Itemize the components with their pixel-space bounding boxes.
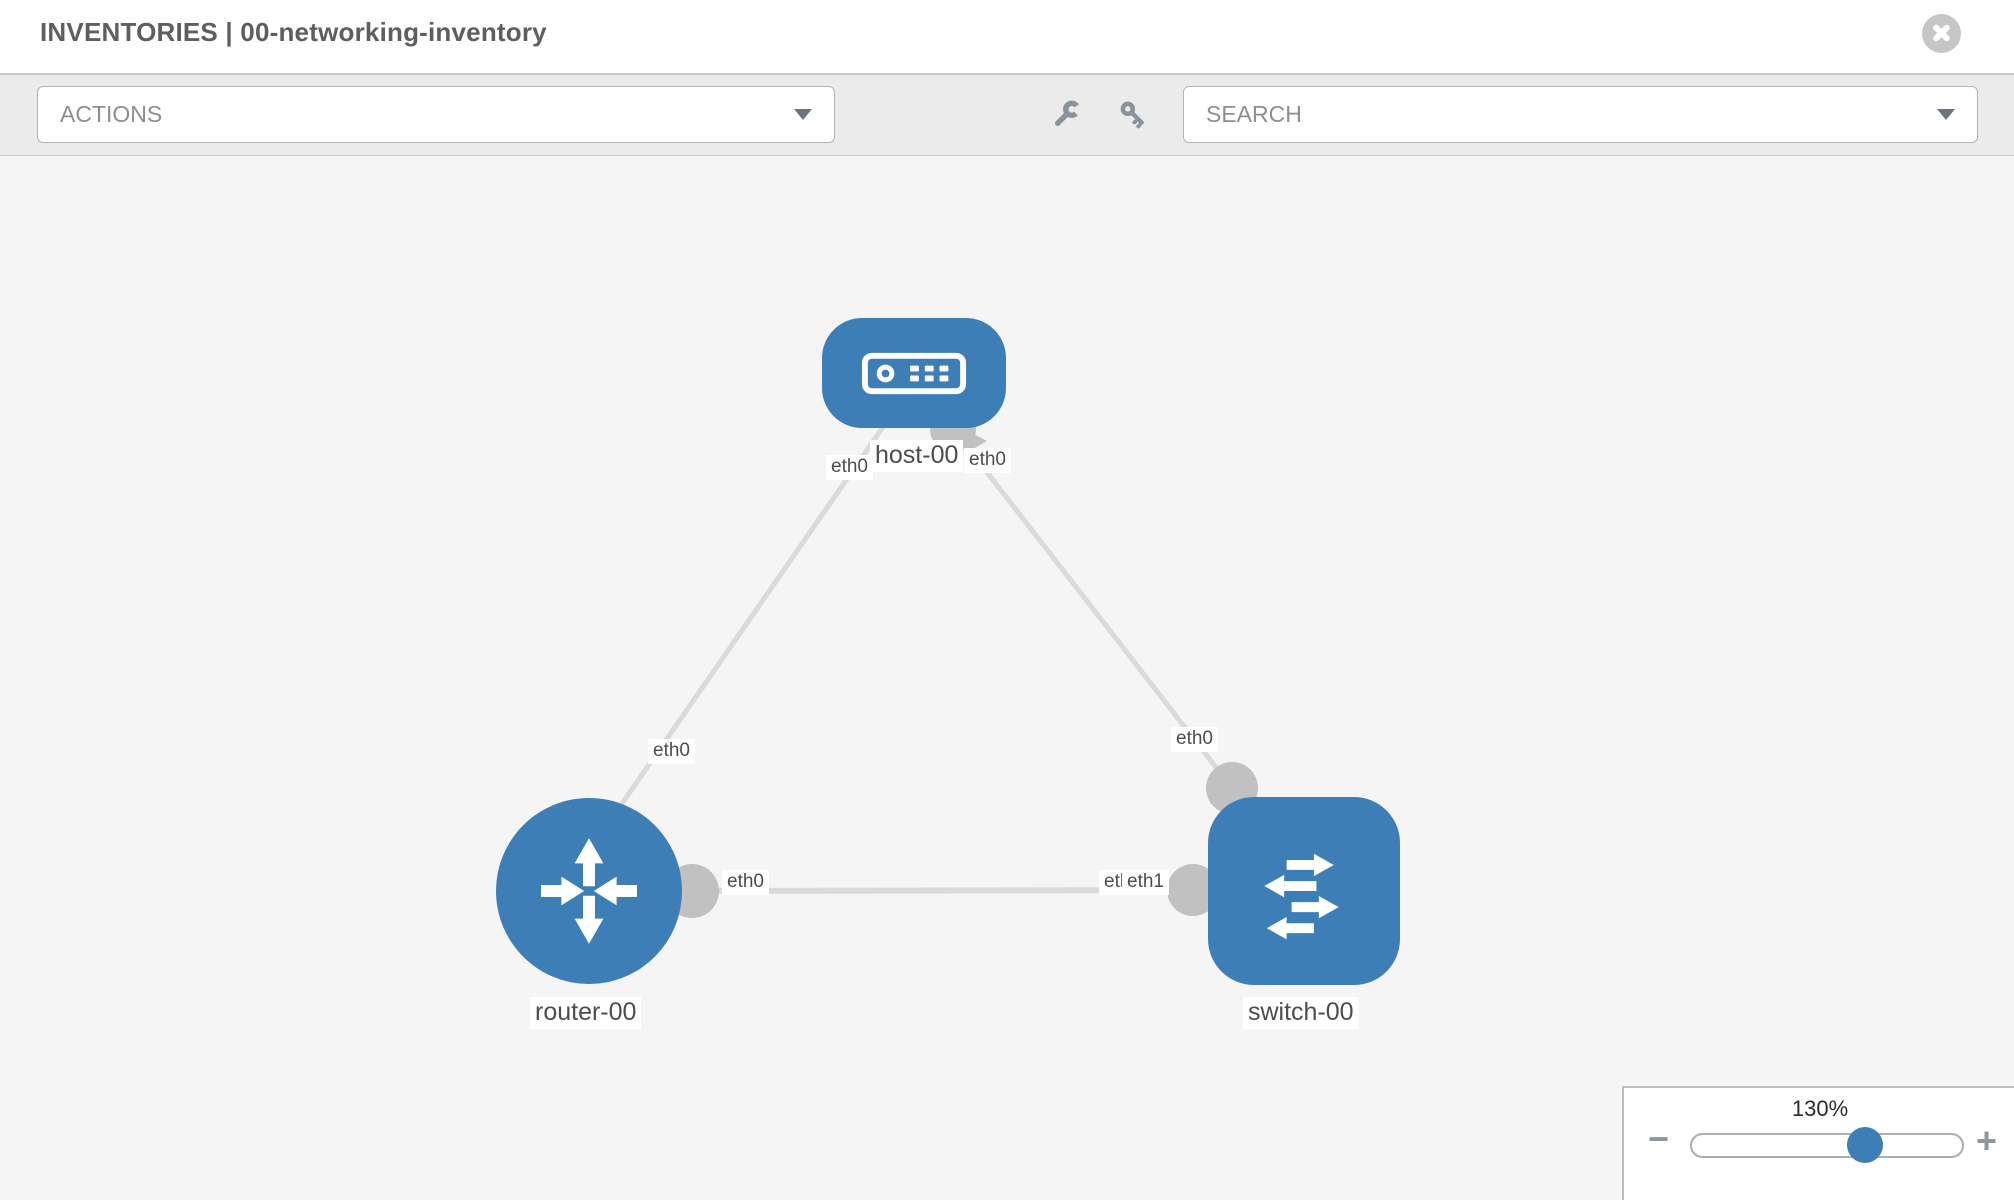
- close-button[interactable]: [1922, 14, 1961, 53]
- switch-icon: [1264, 853, 1339, 940]
- actions-dropdown-label: ACTIONS: [60, 101, 163, 127]
- node-host-00[interactable]: [822, 318, 1006, 428]
- interface-label: eth0: [648, 739, 695, 764]
- node-switch-00[interactable]: [1208, 797, 1400, 985]
- key-icon[interactable]: [1116, 97, 1152, 133]
- zoom-slider-track[interactable]: [1690, 1127, 1964, 1163]
- host-icon: [861, 352, 967, 394]
- toolbar: ACTIONS SEARCH: [0, 75, 2014, 156]
- zoom-slider-handle[interactable]: [1847, 1127, 1883, 1163]
- links-layer: [609, 406, 1258, 918]
- connector-switch-left: [1167, 864, 1219, 916]
- chevron-down-icon: [794, 109, 812, 120]
- interface-label: eth0: [722, 870, 769, 895]
- header: INVENTORIES | 00-networking-inventory: [0, 0, 2014, 75]
- page-title: INVENTORIES | 00-networking-inventory: [40, 17, 547, 47]
- wrench-icon[interactable]: [1048, 97, 1084, 133]
- node-label-router: router-00: [530, 997, 642, 1029]
- interface-label: eth0: [964, 448, 1011, 473]
- zoom-out-button[interactable]: −: [1648, 1118, 1670, 1159]
- zoom-panel: 130% − +: [1622, 1086, 2014, 1200]
- node-router-00[interactable]: [496, 798, 682, 984]
- zoom-in-button[interactable]: +: [1976, 1120, 1998, 1161]
- search-dropdown-label: SEARCH: [1206, 101, 1302, 127]
- node-label-switch: switch-00: [1243, 997, 1359, 1029]
- zoom-level: 130%: [1791, 1096, 1849, 1121]
- interface-label: eth0: [826, 455, 873, 480]
- search-dropdown[interactable]: SEARCH: [1183, 86, 1978, 143]
- interface-label: eth0: [1171, 727, 1218, 752]
- actions-dropdown[interactable]: ACTIONS: [37, 86, 835, 143]
- topology-canvas[interactable]: host-00 router-00 switch-00 eth0 eth0 et…: [0, 156, 2014, 1200]
- interface-label: eth1: [1122, 870, 1169, 895]
- router-icon: [541, 838, 637, 944]
- chevron-down-icon: [1937, 109, 1955, 120]
- node-label-host: host-00: [870, 440, 964, 472]
